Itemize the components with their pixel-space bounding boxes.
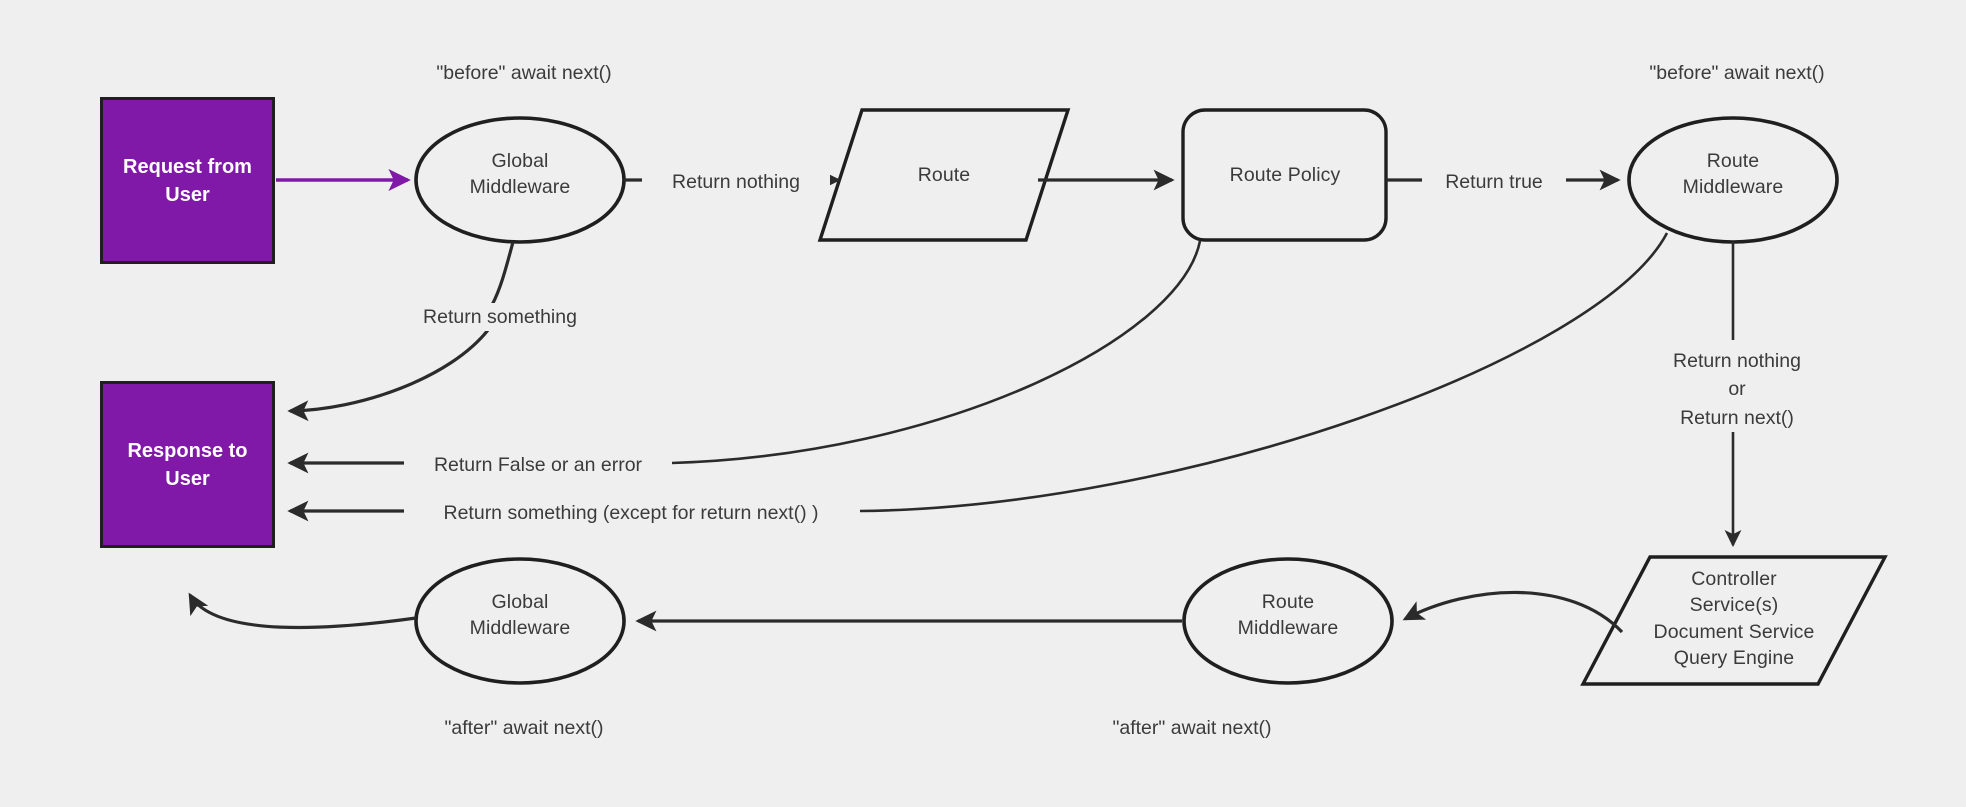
- annotation-after-await-next-route: "after" await next(): [1068, 714, 1316, 743]
- edge-label-return-something: Return something: [396, 303, 604, 332]
- edge-policy-to-response-curve: [671, 240, 1202, 465]
- edge-global-middleware-after-to-response: [188, 592, 417, 630]
- node-controller-services[interactable]: [1580, 555, 1888, 686]
- edge-label-return-nothing-or-next: Return nothing or Return next(): [1633, 347, 1841, 432]
- annotation-after-await-next-global: "after" await next(): [400, 714, 648, 743]
- request-from-user-label: Request from User: [123, 155, 252, 206]
- edge-global-to-response-upper: [490, 241, 515, 306]
- edge-label-return-nothing: Return nothing: [642, 168, 830, 197]
- node-response-to-user[interactable]: Response to User: [100, 381, 275, 548]
- node-route-middleware-after[interactable]: [1182, 557, 1394, 685]
- response-to-user-label: Response to User: [127, 439, 248, 490]
- node-route-middleware-before[interactable]: [1627, 116, 1839, 244]
- edge-label-return-true: Return true: [1422, 168, 1566, 197]
- node-global-middleware-before[interactable]: [414, 116, 626, 244]
- edge-routemw-to-response-curve: [859, 232, 1669, 513]
- node-route-policy[interactable]: [1181, 108, 1388, 242]
- edge-controller-to-route-middleware-after: [1402, 590, 1624, 634]
- node-route[interactable]: [817, 108, 1071, 242]
- annotation-before-await-next-route: "before" await next(): [1613, 59, 1861, 88]
- edge-label-return-false-or-error: Return False or an error: [404, 451, 672, 480]
- node-global-middleware-after[interactable]: [414, 557, 626, 685]
- edge-label-return-something-except-next: Return something (except for return next…: [404, 499, 858, 528]
- edge-global-to-response: [287, 329, 490, 422]
- annotation-before-await-next-global: "before" await next(): [400, 59, 648, 88]
- node-request-from-user[interactable]: Request from User: [100, 97, 275, 264]
